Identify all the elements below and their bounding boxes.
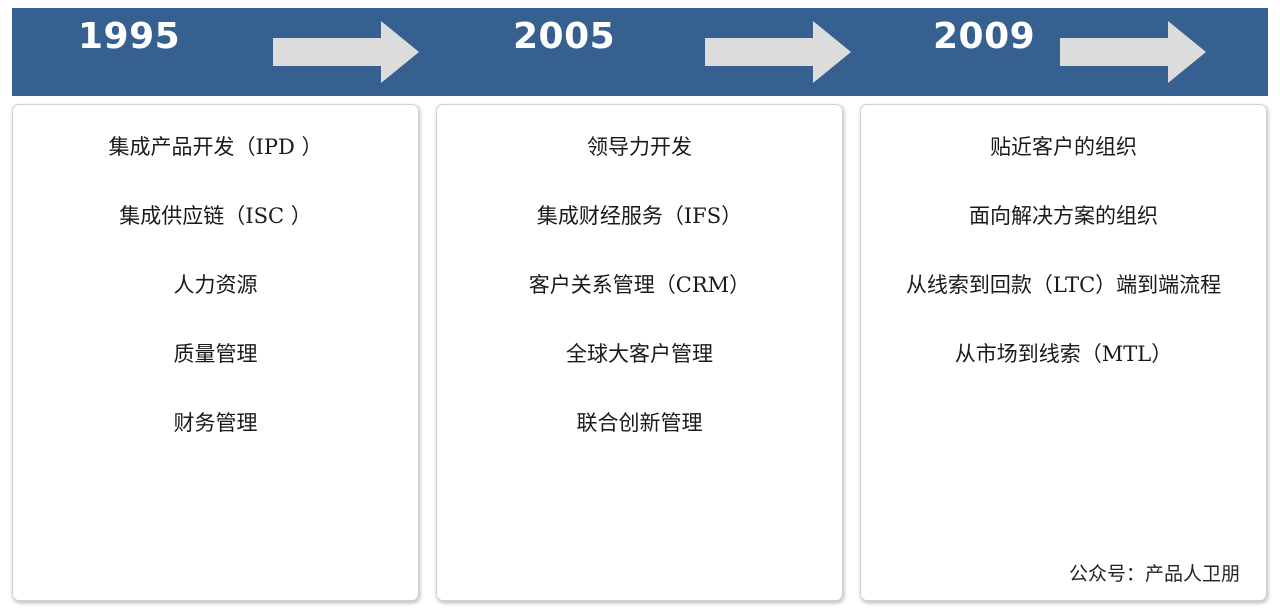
footer-credit: 公众号：产品人卫朋 bbox=[1068, 563, 1240, 585]
timeline-banner bbox=[12, 8, 1268, 96]
stage-panel-2009: 贴近客户的组织 面向解决方案的组织 从线索到回款（LTC）端到端流程 从市场到线… bbox=[860, 104, 1267, 601]
year-label-2005: 2005 bbox=[513, 16, 616, 57]
initiative-item: 质量管理 bbox=[173, 342, 258, 366]
initiative-item: 人力资源 bbox=[173, 273, 258, 297]
initiative-list: 集成产品开发（IPD ） 集成供应链（ISC ） 人力资源 质量管理 财务管理 bbox=[13, 132, 418, 477]
initiative-item: 集成产品开发（IPD ） bbox=[108, 135, 323, 159]
initiative-item: 面向解决方案的组织 bbox=[969, 204, 1158, 228]
stage-panel-1995: 集成产品开发（IPD ） 集成供应链（ISC ） 人力资源 质量管理 财务管理 bbox=[12, 104, 419, 601]
initiative-list: 领导力开发 集成财经服务（IFS） 客户关系管理（CRM） 全球大客户管理 联合… bbox=[437, 132, 842, 477]
initiative-item: 从市场到线索（MTL） bbox=[954, 342, 1173, 366]
initiative-item: 集成供应链（ISC ） bbox=[119, 204, 312, 228]
initiative-item: 联合创新管理 bbox=[576, 411, 703, 435]
year-label-2009: 2009 bbox=[933, 16, 1036, 57]
right-arrow-icon bbox=[273, 21, 419, 83]
right-arrow-icon bbox=[1060, 21, 1206, 83]
initiative-item: 贴近客户的组织 bbox=[990, 135, 1137, 159]
initiative-item: 集成财经服务（IFS） bbox=[536, 204, 743, 228]
initiative-item: 领导力开发 bbox=[587, 135, 692, 159]
initiative-item: 财务管理 bbox=[173, 411, 258, 435]
initiative-item: 客户关系管理（CRM） bbox=[528, 273, 751, 297]
initiative-list: 贴近客户的组织 面向解决方案的组织 从线索到回款（LTC）端到端流程 从市场到线… bbox=[861, 132, 1266, 408]
stage-panel-2005: 领导力开发 集成财经服务（IFS） 客户关系管理（CRM） 全球大客户管理 联合… bbox=[436, 104, 843, 601]
right-arrow-icon bbox=[705, 21, 851, 83]
year-label-1995: 1995 bbox=[78, 16, 181, 57]
initiative-item: 从线索到回款（LTC）端到端流程 bbox=[905, 273, 1222, 297]
initiative-item: 全球大客户管理 bbox=[566, 342, 713, 366]
